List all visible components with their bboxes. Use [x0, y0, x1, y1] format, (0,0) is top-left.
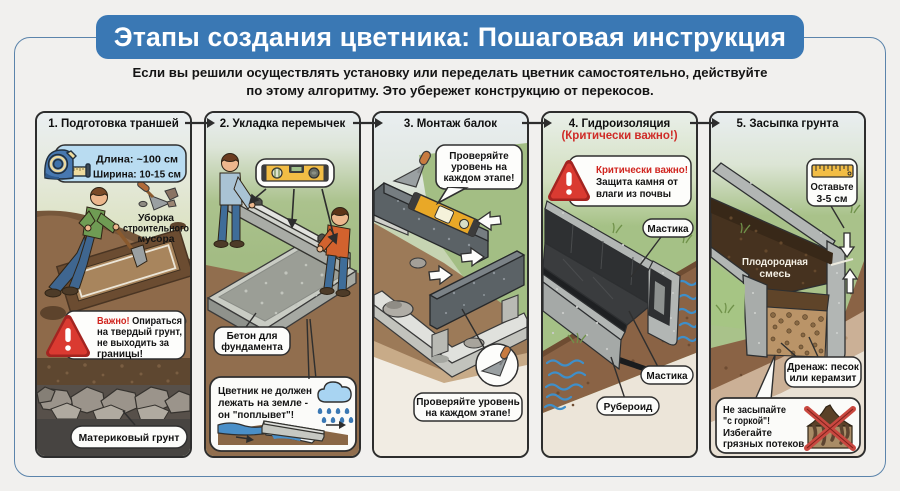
svg-text:смесь: смесь — [759, 269, 790, 280]
svg-text:Проверяйте уровень: Проверяйте уровень — [416, 397, 520, 408]
svg-text:Важно! Опираться: Важно! Опираться — [97, 316, 182, 327]
svg-text:Цветник не должен: Цветник не должен — [218, 386, 312, 397]
svg-text:Бетон для: Бетон для — [227, 331, 278, 342]
svg-text:"с горкой"!: "с горкой"! — [723, 416, 770, 427]
svg-text:Рубероид: Рубероид — [604, 401, 653, 413]
svg-text:на твердый грунт,: на твердый грунт, — [97, 327, 182, 338]
svg-text:фундамента: фундамента — [221, 341, 283, 353]
svg-text:лежать на земле -: лежать на земле - — [218, 398, 309, 409]
svg-text:влаги из почвы: влаги из почвы — [596, 189, 671, 200]
svg-text:Критически важно!: Критически важно! — [596, 165, 688, 176]
svg-text:строительного: строительного — [123, 224, 189, 235]
svg-text:Избегайте: Избегайте — [723, 427, 772, 439]
svg-text:каждом этапе!: каждом этапе! — [444, 173, 515, 184]
svg-text:границы!: границы! — [97, 349, 143, 360]
svg-text:3-5 см: 3-5 см — [817, 194, 848, 205]
svg-text:Дренаж: песок: Дренаж: песок — [787, 362, 860, 373]
svg-text:Защита камня от: Защита камня от — [596, 177, 678, 188]
svg-text:он "поплывет"!: он "поплывет"! — [218, 410, 294, 421]
svg-text:Проверяйте: Проверяйте — [449, 151, 509, 162]
svg-text:Плодородная: Плодородная — [742, 257, 808, 268]
svg-text:мусора: мусора — [138, 234, 175, 245]
svg-text:Уборка: Уборка — [138, 212, 174, 224]
svg-text:грязных потеков.: грязных потеков. — [723, 439, 807, 450]
svg-text:Ширина: 10-15 см: Ширина: 10-15 см — [93, 170, 181, 181]
svg-text:Материковый грунт: Материковый грунт — [79, 433, 180, 444]
svg-text:Мастика: Мастика — [646, 371, 688, 382]
svg-text:на каждом этапе!: на каждом этапе! — [425, 408, 510, 419]
svg-text:Длина: ~100 см: Длина: ~100 см — [96, 155, 178, 166]
svg-text:не выходить за: не выходить за — [97, 338, 170, 349]
svg-text:Оставьте: Оставьте — [811, 182, 854, 193]
svg-text:уровень на: уровень на — [451, 162, 507, 173]
svg-text:или керамзит: или керамзит — [790, 373, 857, 384]
svg-text:Не засыпайте: Не засыпайте — [723, 405, 786, 416]
svg-text:Мастика: Мастика — [647, 224, 689, 235]
